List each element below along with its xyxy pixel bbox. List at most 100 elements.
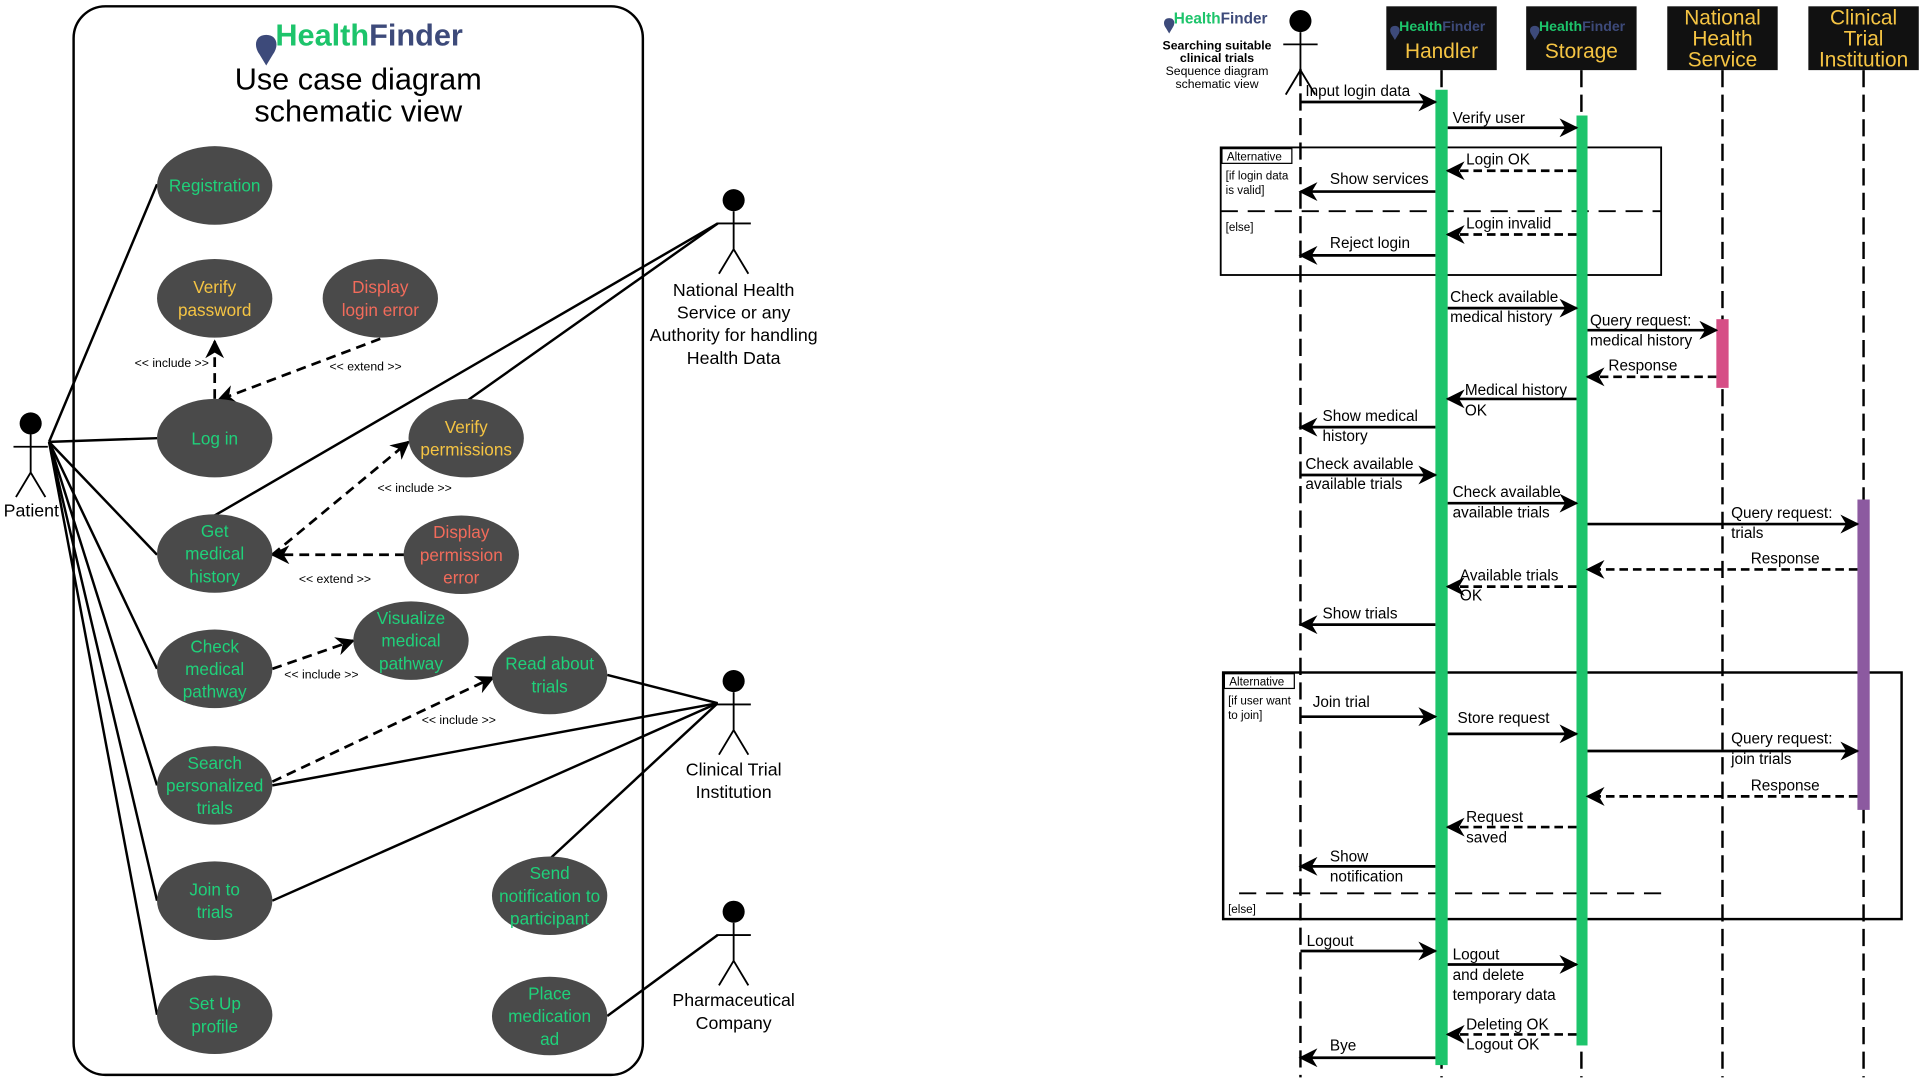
message-label: medical history: [1450, 309, 1553, 326]
message-label: Logout OK: [1466, 1037, 1540, 1054]
use-case-label: Log in: [191, 428, 238, 448]
use-case-label: Place: [528, 983, 571, 1003]
message: Join trial: [1300, 694, 1438, 727]
message-label: Input login data: [1305, 83, 1410, 100]
association-line: [214, 222, 719, 517]
use-case-ellipse: [491, 635, 608, 715]
use-case-label: ad: [540, 1029, 559, 1049]
use-case-label: medication: [508, 1006, 591, 1026]
fragment-guard: [if login data: [1226, 169, 1289, 182]
message-label: Login invalid: [1466, 215, 1551, 232]
actor-1: [716, 189, 751, 275]
message-label: Store request: [1457, 710, 1550, 727]
fragment-guard: [if user want: [1228, 694, 1292, 707]
dependency-label: << include >>: [422, 713, 496, 727]
dependency-arrow: [271, 676, 495, 783]
message-label: Bye: [1330, 1037, 1356, 1054]
use-case-label: login error: [342, 300, 420, 320]
activation-bar: [1576, 115, 1588, 1046]
fragment-else: [else]: [1228, 903, 1256, 916]
message-label: Show services: [1330, 171, 1429, 188]
message: Show trials: [1298, 606, 1436, 635]
fragment-else: [else]: [1226, 221, 1254, 234]
use-case-label: Display: [352, 277, 409, 297]
dependency-label: << include >>: [284, 668, 358, 682]
sequence-logo: HealthFinder: [1164, 11, 1268, 34]
sequence-subtitle: Searching suitable: [1163, 38, 1272, 52]
message-label: OK: [1460, 588, 1483, 605]
use-case-label: trials: [197, 798, 233, 818]
activation-bar: [1435, 89, 1448, 1066]
actor-label: National Health: [673, 280, 794, 300]
participant-name: Storage: [1545, 40, 1618, 63]
message-label: Logout: [1453, 947, 1501, 964]
svg-text:HealthFinder: HealthFinder: [1174, 11, 1268, 28]
message-label: Reject login: [1330, 235, 1410, 252]
svg-text:HealthFinder: HealthFinder: [275, 19, 462, 53]
use-case-ellipse: [157, 975, 273, 1055]
use-case-label: Search: [188, 753, 242, 773]
use-case-ellipse: [157, 398, 273, 478]
message-label: Show: [1330, 848, 1369, 865]
message: Query request:join trials: [1587, 731, 1860, 768]
fragment-tag: Alternative: [1229, 675, 1284, 688]
dependency-arrow: [271, 637, 356, 671]
actor-label: Health Data: [687, 348, 781, 368]
use-case-ellipse: [157, 629, 273, 709]
activation-bar: [1857, 499, 1870, 810]
message-label: available trials: [1305, 476, 1402, 493]
use-case-ellipse: [408, 398, 524, 478]
sequence-subtitle: clinical trials: [1180, 51, 1254, 65]
use-case-ellipse: [403, 515, 519, 594]
use-case-label: Set Up: [188, 994, 240, 1014]
participant-box: [1386, 6, 1497, 71]
actor-label: Institution: [696, 782, 772, 802]
association-line: [47, 183, 159, 443]
message-label: Show trials: [1323, 606, 1398, 623]
message: Response: [1585, 358, 1717, 387]
use-case-label: pathway: [379, 653, 443, 673]
message-label: Join trial: [1313, 694, 1370, 711]
message-label: join trials: [1730, 751, 1792, 768]
use-case-label: Verify: [445, 417, 488, 437]
usecase-logo: HealthFinder: [255, 19, 463, 66]
logo-finder: Finder: [369, 19, 463, 53]
association-line: [48, 441, 158, 556]
actor-3: [716, 900, 751, 986]
use-case-ellipse: [353, 601, 469, 680]
svg-text:HealthFinder: HealthFinder: [1539, 18, 1626, 34]
message-label: Response: [1751, 777, 1820, 794]
map-pin-caduceus-icon: [1164, 18, 1175, 34]
message-label: OK: [1465, 402, 1488, 419]
message-label: Check available: [1453, 484, 1561, 501]
message: Login invalid: [1445, 215, 1577, 244]
use-case-label: Get: [201, 521, 229, 541]
message-label: Logout: [1307, 933, 1355, 950]
actor-label: Pharmaceutical: [672, 990, 794, 1010]
use-case-ellipse: [157, 146, 273, 225]
participant-name: National: [1684, 7, 1760, 30]
use-case-label: permissions: [420, 440, 512, 460]
use-case-label: notification to: [499, 886, 600, 906]
participant-name: Clinical: [1830, 7, 1897, 30]
logo-health: Health: [1539, 18, 1582, 34]
svg-text:HealthFinder: HealthFinder: [1399, 18, 1486, 34]
dependency-arrow: [271, 440, 410, 556]
participant-name: Health: [1692, 28, 1752, 51]
actor-label: Patient: [4, 501, 59, 521]
message: Reject login: [1298, 235, 1436, 265]
message: Response: [1585, 550, 1858, 579]
message: Input login data: [1300, 83, 1438, 112]
diagram-title: schematic view: [254, 95, 463, 129]
participant-name: Trial: [1844, 28, 1884, 51]
